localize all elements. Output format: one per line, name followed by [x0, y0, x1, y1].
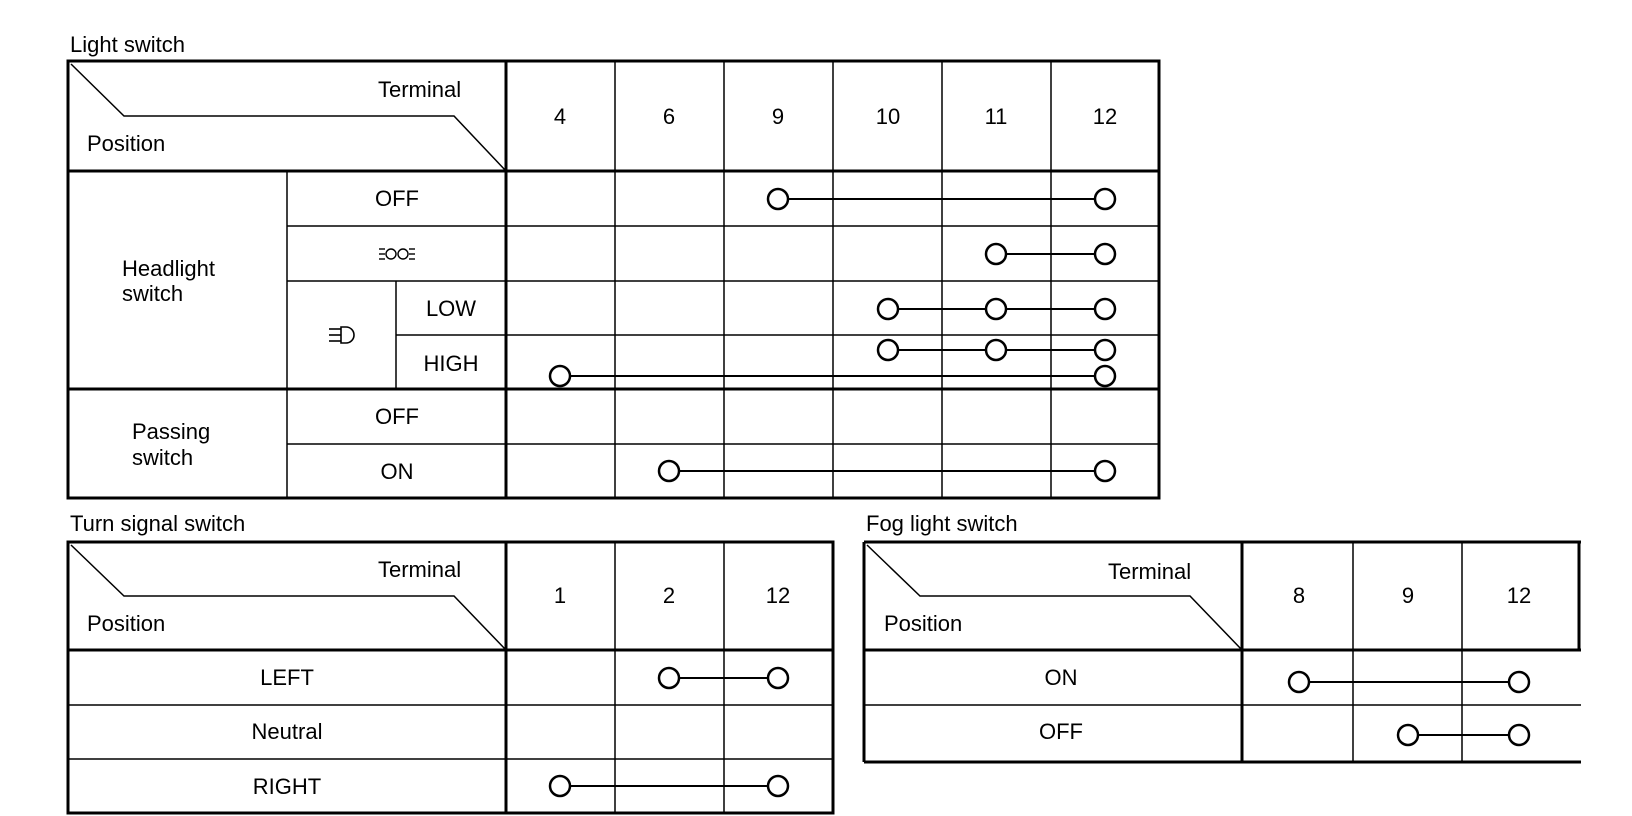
- terminal-label: 4: [554, 104, 566, 129]
- light-header-position: Position: [87, 131, 165, 156]
- headlight-group-label-1: Headlight: [122, 256, 215, 281]
- terminal-label: 12: [1507, 583, 1531, 608]
- connection-dot: [548, 774, 572, 798]
- terminal-label: 9: [1402, 583, 1414, 608]
- fog-connections: [1287, 670, 1531, 747]
- passing-group-label-1: Passing: [132, 419, 210, 444]
- light-connections: [548, 187, 1117, 483]
- row-label-high: HIGH: [424, 351, 479, 376]
- connection-dot: [984, 297, 1008, 321]
- connection-dot: [548, 364, 572, 388]
- terminal-label: 1: [554, 583, 566, 608]
- headlight-group-label-2: switch: [122, 281, 183, 306]
- light-table-border: [66, 59, 1161, 500]
- terminal-label: 12: [766, 583, 790, 608]
- connection-dot: [1093, 187, 1117, 211]
- turn-header-position: Position: [87, 611, 165, 636]
- row-label-left: LEFT: [260, 665, 314, 690]
- turn-connections: [548, 666, 790, 798]
- light-switch-table: Light switch Terminal Position 4 6 9 10 …: [66, 32, 1161, 500]
- connection-dot: [657, 666, 681, 690]
- fog-light-switch-table: Fog light switch Terminal Position 8 9 1…: [862, 511, 1581, 764]
- connection-dot: [1093, 459, 1117, 483]
- row-label-pass-off: OFF: [375, 404, 419, 429]
- row-label-right: RIGHT: [253, 774, 321, 799]
- connection-dot: [1287, 670, 1311, 694]
- connection-dot: [1507, 670, 1531, 694]
- light-switch-title: Light switch: [70, 32, 185, 57]
- terminal-label: 12: [1093, 104, 1117, 129]
- terminal-label: 6: [663, 104, 675, 129]
- header-diagonal: [70, 544, 507, 651]
- row-label-pass-on: ON: [381, 459, 414, 484]
- connection-dot: [1396, 723, 1420, 747]
- fog-light-title: Fog light switch: [866, 511, 1018, 536]
- row-label-off: OFF: [1039, 719, 1083, 744]
- header-diagonal: [866, 544, 1243, 651]
- terminal-label: 2: [663, 583, 675, 608]
- header-diagonal: [70, 63, 507, 172]
- connection-dot: [1093, 338, 1117, 362]
- turn-table-border: [66, 540, 835, 815]
- terminal-label: 11: [985, 104, 1008, 129]
- connection-dot: [876, 338, 900, 362]
- connection-dot: [766, 666, 790, 690]
- turn-header-terminal: Terminal: [378, 557, 461, 582]
- terminal-label: 10: [876, 104, 900, 129]
- terminal-label: 8: [1293, 583, 1305, 608]
- connection-dot: [766, 187, 790, 211]
- connection-dot: [1093, 242, 1117, 266]
- connection-dot: [1507, 723, 1531, 747]
- fog-header-position: Position: [884, 611, 962, 636]
- connection-dot: [766, 774, 790, 798]
- row-label-off: OFF: [375, 186, 419, 211]
- connection-dot: [876, 297, 900, 321]
- turn-signal-title: Turn signal switch: [70, 511, 245, 536]
- connection-dot: [984, 338, 1008, 362]
- light-header-terminal: Terminal: [378, 77, 461, 102]
- row-label-neutral: Neutral: [252, 719, 323, 744]
- fog-header-terminal: Terminal: [1108, 559, 1191, 584]
- connection-dot: [657, 459, 681, 483]
- connection-dot: [1093, 297, 1117, 321]
- terminal-label: 9: [772, 104, 784, 129]
- connection-dot: [984, 242, 1008, 266]
- row-label-low: LOW: [426, 296, 476, 321]
- connection-dot: [1093, 364, 1117, 388]
- turn-signal-switch-table: Turn signal switch Terminal Position 1 2…: [66, 511, 835, 815]
- passing-group-label-2: switch: [132, 445, 193, 470]
- tail-lamp-icon: [379, 248, 415, 260]
- headlamp-icon: [329, 326, 355, 344]
- row-label-on: ON: [1045, 665, 1078, 690]
